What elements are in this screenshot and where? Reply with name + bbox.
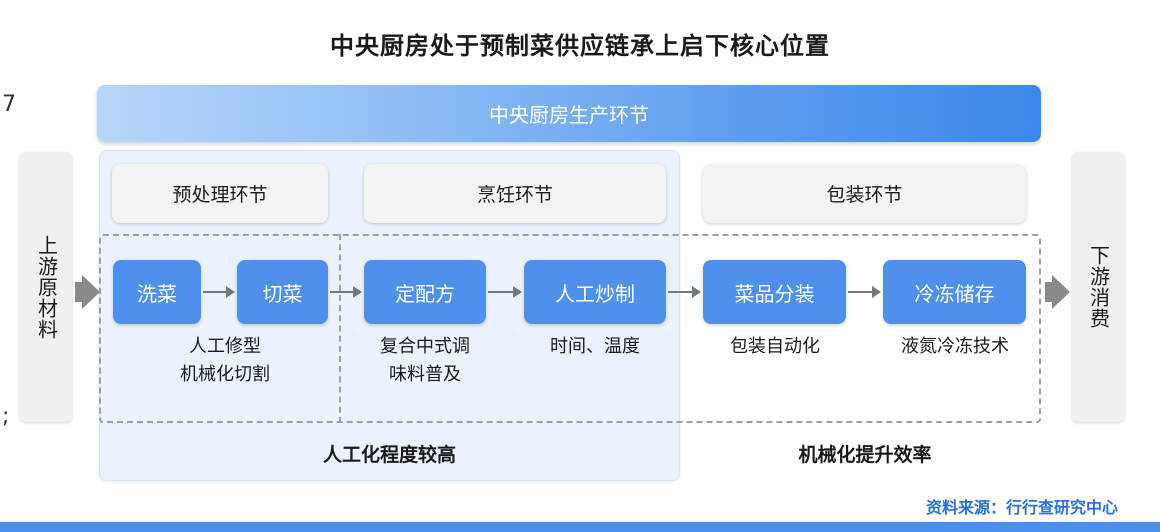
arrow-right-icon (353, 286, 362, 298)
downstream-arrow-icon (1052, 275, 1070, 309)
note-recipe-line2: 味料普及 (389, 364, 461, 385)
arrow-line-1 (203, 291, 227, 293)
step-wash: 洗菜 (113, 260, 201, 324)
upstream-label: 上游原材料 (34, 234, 59, 340)
arrow-line-5 (848, 291, 873, 293)
arrow-line-4 (668, 291, 693, 293)
note-packaging: 包装自动化 (730, 336, 820, 357)
upstream-box: 上游原材料 (20, 152, 72, 422)
edge-mark-bottom: ; (2, 404, 10, 429)
note-preprocess: 人工修型 机械化切割 (140, 333, 310, 389)
arrow-line-3 (488, 291, 514, 293)
central-kitchen-banner: 中央厨房生产环节 (97, 85, 1041, 142)
downstream-box: 下游消费 (1072, 152, 1124, 422)
note-freezing: 液氮冷冻技术 (901, 336, 1009, 357)
upstream-arrow-icon (82, 275, 100, 309)
stage-preprocess: 预处理环节 (112, 164, 328, 223)
step-portioning: 菜品分装 (703, 260, 846, 324)
arrow-right-icon (692, 286, 701, 298)
arrow-right-icon (872, 286, 881, 298)
bottom-accent-bar (0, 522, 1160, 532)
note-recipe: 复合中式调 味料普及 (350, 333, 500, 389)
source-note: 资料来源：行行查研究中心 (925, 498, 1118, 517)
stage-cooking: 烹饪环节 (364, 164, 666, 223)
process-dashed-outline (99, 234, 1041, 423)
dashed-divider (339, 234, 341, 423)
step-freezing: 冷冻储存 (883, 260, 1026, 324)
note-preprocess-line1: 人工修型 (189, 336, 261, 357)
downstream-label: 下游消费 (1086, 245, 1111, 329)
arrow-line-2 (330, 291, 354, 293)
diagram-title: 中央厨房处于预制菜供应链承上启下核心位置 (330, 32, 830, 60)
stage-packaging: 包装环节 (703, 164, 1026, 223)
note-recipe-line1: 复合中式调 (380, 336, 470, 357)
downstream-arrow-stem (1045, 282, 1053, 302)
edge-mark-top: 7 (2, 92, 16, 117)
step-recipe: 定配方 (364, 260, 486, 324)
label-mechanization: 机械化提升效率 (798, 444, 932, 466)
upstream-arrow-stem (75, 282, 83, 302)
note-cooking: 时间、温度 (550, 336, 640, 357)
label-manual-level: 人工化程度较高 (322, 444, 456, 466)
note-preprocess-line2: 机械化切割 (180, 364, 270, 385)
step-cut: 切菜 (237, 260, 328, 324)
step-stir-fry: 人工炒制 (524, 260, 666, 324)
arrow-right-icon (513, 286, 522, 298)
arrow-right-icon (226, 286, 235, 298)
